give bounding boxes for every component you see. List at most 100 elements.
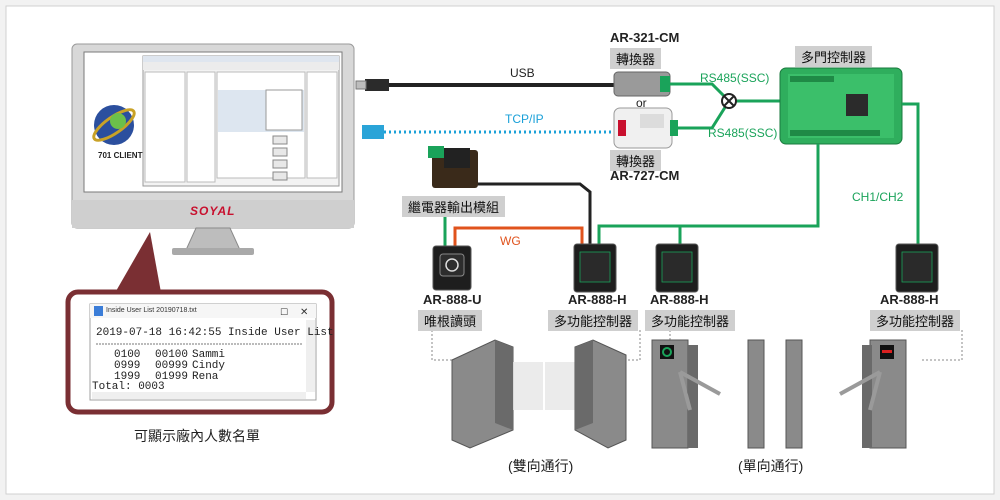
monitor-base: [172, 248, 254, 255]
reader-1: [432, 245, 472, 291]
app-popup: [265, 89, 303, 131]
swing-gate: [451, 339, 627, 449]
minimize-icon[interactable]: ☐: [280, 308, 288, 318]
center-posts: [747, 339, 803, 449]
relay-terminal: [428, 146, 444, 158]
monitor: [71, 43, 355, 255]
relay-wire: [478, 182, 592, 246]
close-icon[interactable]: ✕: [300, 307, 308, 318]
text-window: [89, 303, 317, 401]
ch-label: CH1/CH2: [852, 190, 904, 204]
green-light-icon: [662, 347, 672, 357]
app-titlebar: [143, 56, 339, 62]
reader4-name: 多功能控制器: [870, 310, 961, 331]
app-tree-left: [144, 71, 186, 183]
ar727-name: 轉換器: [610, 150, 662, 171]
notepad-icon: [94, 306, 103, 316]
gate-left-side: [495, 340, 513, 430]
ar727-terminal: [670, 120, 678, 136]
app-right-pane: [306, 71, 338, 179]
multi-door-label: 多門控制器: [795, 46, 873, 67]
center-post-2: [785, 339, 803, 449]
ar321-model: AR-321-CM: [610, 30, 680, 45]
row-2-id: 1999: [114, 371, 141, 383]
reader2-name: 多功能控制器: [548, 310, 639, 331]
client-label: 701 CLIENT: [98, 151, 143, 160]
gate-panel-left: [513, 362, 543, 410]
tripod-right-side: [862, 345, 872, 448]
app-btn-3: [272, 159, 288, 169]
gate-right-side: [575, 340, 593, 430]
globe-land: [110, 113, 126, 129]
rs485-top-label: RS485(SSC): [700, 71, 770, 85]
reader-3: [655, 243, 699, 293]
rs485-line-bottom: [678, 100, 731, 130]
reader-4: [895, 243, 939, 293]
rs485-bottom-label: RS485(SSC): [708, 126, 778, 140]
wg-label: WG: [500, 234, 521, 248]
or-label: or: [636, 96, 647, 110]
reader4-keypad: [901, 251, 933, 283]
reader1-card-icon: [445, 258, 459, 272]
reader1-pad: [439, 253, 465, 277]
ar321-terminal: [660, 76, 670, 92]
text-window-title: Inside User List 20190718.txt: [106, 307, 197, 314]
app-btn-2: [272, 147, 288, 157]
controller-terminal-bottom: [790, 130, 880, 136]
globe-ring: [92, 108, 136, 142]
usb-plug: [365, 79, 389, 91]
tripod-right: [839, 339, 907, 449]
reader3-model: AR-888-H: [650, 292, 709, 307]
callout-tail: [112, 232, 162, 298]
tripod-left-side: [688, 345, 698, 448]
row-1-name: Cindy: [192, 360, 226, 372]
usb-label: USB: [510, 66, 535, 80]
relay-block: [444, 148, 470, 168]
report-total: Total: 0003: [92, 381, 165, 393]
report-header: 2019-07-18 16:42:55 Inside User List: [96, 327, 334, 339]
ar727-model: AR-727-CM: [610, 168, 680, 183]
row-1-id: 0999: [114, 360, 141, 372]
app-tree-mid: [186, 71, 216, 183]
gate-panel-right: [545, 362, 575, 410]
tripod-right-arm-2: [868, 371, 882, 411]
ch-line: [902, 102, 920, 246]
relay-label: 繼電器輸出模組: [402, 196, 506, 217]
junction-x-b: [723, 95, 735, 107]
center-post-1: [747, 339, 765, 449]
reader3-keypad: [661, 251, 693, 283]
scrollbar-vertical[interactable]: [306, 320, 315, 392]
row-2-name: Rena: [192, 371, 219, 383]
controller-board: [788, 74, 894, 138]
red-light-icon: [882, 350, 892, 353]
ar727-logo-strip: [618, 120, 626, 136]
tripod-left-arm-1: [679, 370, 721, 396]
tripod-right-arm-1: [839, 370, 881, 396]
row-0-card: 00100: [155, 349, 189, 361]
row-0-name: Sammi: [192, 349, 226, 361]
row-1-card: 00999: [155, 360, 189, 372]
usb-connector: [355, 80, 367, 90]
bi-direction-caption: (雙向通行): [508, 458, 574, 474]
rs485-line-top: [670, 82, 731, 103]
app-btn-1: [272, 135, 288, 145]
reader1-name: 唯根讀頭: [418, 310, 483, 331]
app-btn-4: [272, 171, 288, 181]
bus-line: [597, 144, 820, 246]
tripod-left-arm-2: [678, 371, 692, 411]
row-2-card: 01999: [155, 371, 189, 383]
tripod-left: [651, 339, 721, 449]
leader-1: [431, 330, 456, 361]
leader-2: [614, 330, 641, 361]
ar727-vent: [640, 114, 664, 128]
reader3-name: 多功能控制器: [645, 310, 736, 331]
tcpip-label: TCP/IP: [505, 112, 544, 126]
ar321-name: 轉換器: [610, 48, 662, 69]
scrollbar-horizontal[interactable]: [92, 392, 306, 399]
brand-logo: SOYAL: [190, 204, 236, 218]
uni-direction-caption: (單向通行): [738, 458, 804, 474]
reader2-keypad: [579, 251, 611, 283]
reader1-model: AR-888-U: [423, 292, 482, 307]
controller-chip: [846, 94, 868, 116]
